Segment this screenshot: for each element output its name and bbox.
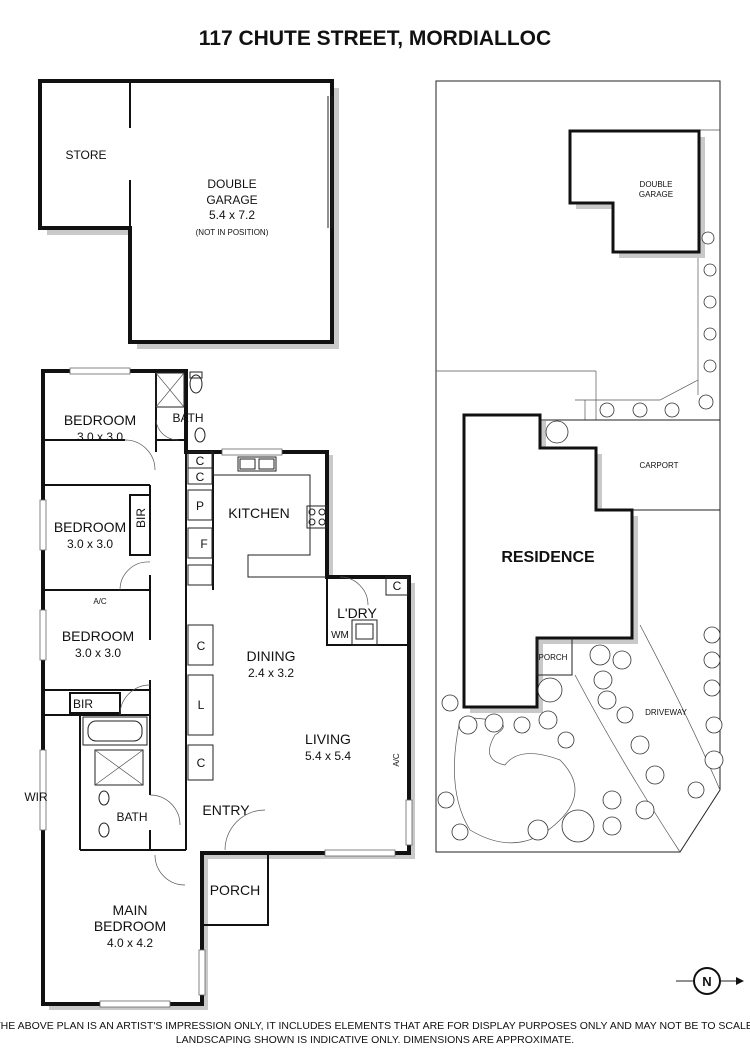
bath-top-label: BATH <box>172 411 203 425</box>
garage-name-line2: GARAGE <box>206 193 257 207</box>
compass-letter: N <box>702 974 711 989</box>
north-compass-icon: N <box>676 967 744 995</box>
bedroom2-size: 3.0 x 3.0 <box>67 537 113 551</box>
site-porch-label: PORCH <box>539 653 568 662</box>
laundry-label: L'DRY <box>337 605 377 621</box>
cupboard-p: P <box>196 499 204 513</box>
store-label: STORE <box>65 148 106 162</box>
bedroom3-name: BEDROOM <box>62 628 134 644</box>
site-garage-line1: DOUBLE <box>640 180 673 189</box>
driveway-label: DRIVEWAY <box>645 708 687 717</box>
wm-label: WM <box>331 630 349 641</box>
carport-label: CARPORT <box>640 461 679 470</box>
wir-label: WIR <box>24 790 48 804</box>
landscaping-trees <box>437 231 724 843</box>
main-bedroom-name-line1: MAIN <box>113 902 148 918</box>
cupboard-c5: C <box>393 579 402 593</box>
cupboard-c3: C <box>197 639 206 653</box>
ac1-label: A/C <box>93 597 107 606</box>
porch-label: PORCH <box>210 882 261 898</box>
living-name: LIVING <box>305 731 351 747</box>
site-plan: DOUBLE GARAGE CARPORT RESIDENCE PORCH DR… <box>435 80 724 853</box>
disclaimer-line1: THE ABOVE PLAN IS AN ARTIST'S IMPRESSION… <box>0 1020 750 1032</box>
bir1-label: BIR <box>134 508 148 528</box>
ac2-label: A/C <box>392 753 401 767</box>
garage-size: 5.4 x 7.2 <box>209 208 255 222</box>
living-size: 5.4 x 5.4 <box>305 749 351 763</box>
garage-note: (NOT IN POSITION) <box>196 228 269 237</box>
detached-garage: STORE DOUBLE GARAGE 5.4 x 7.2 (NOT IN PO… <box>38 79 339 349</box>
site-garage-line2: GARAGE <box>639 190 673 199</box>
plan-title: 117 CHUTE STREET, MORDIALLOC <box>199 27 551 50</box>
residence-label: RESIDENCE <box>501 549 595 566</box>
bedroom1-name: BEDROOM <box>64 412 136 428</box>
cupboard-c4: C <box>197 756 206 770</box>
disclaimer-line2: LANDSCAPING SHOWN IS INDICATIVE ONLY. DI… <box>176 1034 574 1046</box>
kitchen-label: KITCHEN <box>228 505 289 521</box>
garage-name-line1: DOUBLE <box>207 177 256 191</box>
dining-size: 2.4 x 3.2 <box>248 666 294 680</box>
bedroom3-size: 3.0 x 3.0 <box>75 646 121 660</box>
bir2-label: BIR <box>73 697 93 711</box>
entry-label: ENTRY <box>202 802 250 818</box>
cupboard-c2: C <box>196 470 205 484</box>
dining-name: DINING <box>247 648 296 664</box>
cupboard-l: L <box>198 698 205 712</box>
cupboard-c1: C <box>196 454 205 468</box>
house-floor-plan: BEDROOM 3.0 x 3.0 BEDROOM 3.0 x 3.0 BEDR… <box>24 367 415 1010</box>
bedroom1-size: 3.0 x 3.0 <box>77 430 123 444</box>
main-bedroom-name-line2: BEDROOM <box>94 918 166 934</box>
main-bedroom-size: 4.0 x 4.2 <box>107 936 153 950</box>
cupboard-f: F <box>200 537 207 551</box>
bedroom2-name: BEDROOM <box>54 519 126 535</box>
bath-bottom-label: BATH <box>116 810 147 824</box>
